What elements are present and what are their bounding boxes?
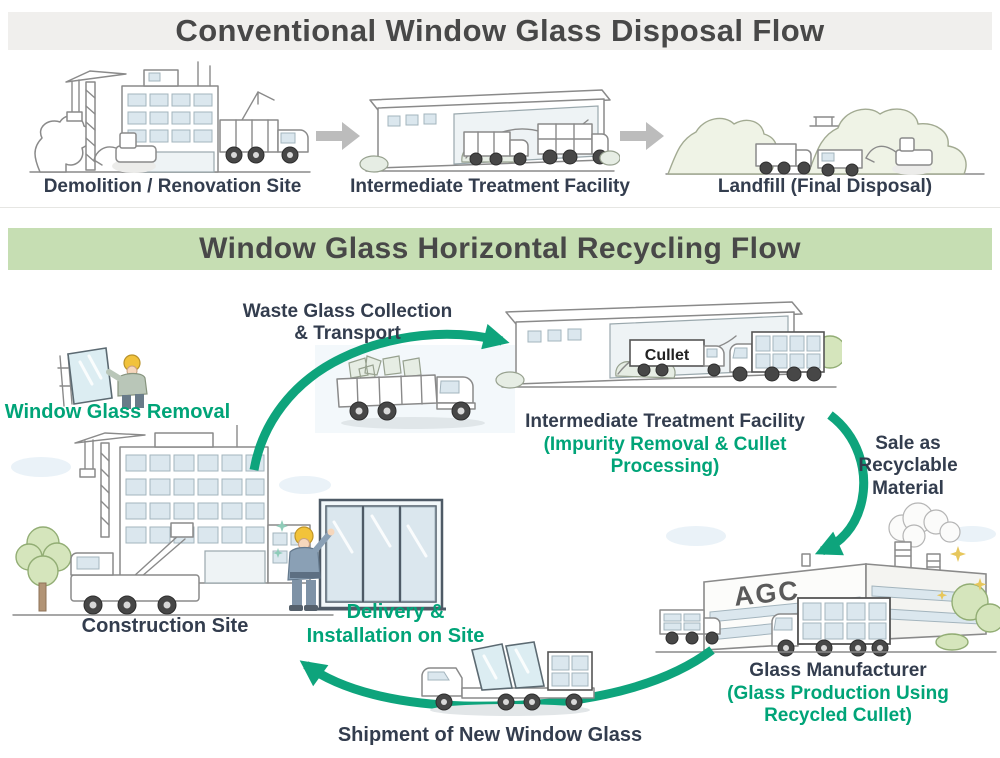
aerial-work-truck-icon [70,522,200,615]
agc-logo: AGC [733,575,802,612]
delivery-label: Delivery & Installation on Site [306,601,485,647]
window-frame-icon [314,498,446,611]
treatment-facility-label: Intermediate Treatment Facility [525,411,805,432]
truck-icon [817,149,863,177]
agc-factory-illustration: AGC [655,502,1000,657]
building-icon [121,61,219,173]
bush-icon [599,150,620,166]
window-installation-illustration [273,498,446,611]
glass-truck-icon [729,331,825,382]
sparkle-icon [273,520,288,558]
glass-delivery-truck-illustration [421,641,595,716]
step-label-landfill: Landfill (Final Disposal) [717,176,933,197]
treatment-facility-illustration [359,89,620,173]
demolition-site-illustration [29,61,311,173]
flow-arrow-icon [620,122,664,150]
shipment-label: Shipment of New Window Glass [337,724,643,746]
step-label-treatment: Intermediate Treatment Facility [350,176,630,197]
manufacturer-sublabel: (Glass Production Using Recycled Cullet) [727,683,949,727]
construction-site-label: Construction Site [81,615,249,637]
window-removal-illustration [57,347,148,409]
truck-icon [659,609,721,645]
top-flow-title: Conventional Window Glass Disposal Flow [175,13,825,48]
cullet-truck-icon: Cullet [629,339,725,377]
tree-icon [935,583,1000,651]
flow-arrow-icon [316,122,360,150]
bush-icon [359,155,389,173]
step-label-demolition: Demolition / Renovation Site [43,176,302,197]
recycle-flow-title: Window Glass Horizontal Recycling Flow [199,232,801,265]
tower-crane-icon [74,432,146,538]
excavator-icon [93,132,157,173]
glass-truck-icon [771,597,891,657]
tree-icon [15,526,72,612]
cullet-facility-illustration: Cullet [495,301,842,389]
worker-icon [287,526,335,611]
window-removal-label: Window Glass Removal [4,401,231,423]
truck-icon [463,131,529,166]
excavator-icon [865,137,933,175]
bush-icon [495,371,525,389]
crane-truck-icon [219,91,309,164]
sale-label: Sale as Recyclable Material [858,433,958,499]
treatment-facility-sublabel: (Impurity Removal & Cullet Processing) [543,434,787,478]
truck-icon [421,641,595,711]
sparkle-icon [936,546,987,601]
cullet-truck-label: Cullet [645,347,690,364]
smoke-icon [888,502,961,548]
truck-icon [755,143,812,175]
section-divider [0,207,1000,208]
manufacturer-label: Glass Manufacturer [749,660,927,681]
recycle-flow-title-bar: Window Glass Horizontal Recycling Flow [8,228,992,270]
truck-icon [537,123,609,165]
tower-crane-icon [65,70,127,171]
worker-icon [106,354,148,409]
tree-icon [34,114,93,173]
waste-glass-truck-illustration [315,345,515,433]
landfill-illustration [665,108,985,177]
top-flow-title-bar: Conventional Window Glass Disposal Flow [8,12,992,50]
waste-collection-label: Waste Glass Collection & Transport [242,301,453,345]
